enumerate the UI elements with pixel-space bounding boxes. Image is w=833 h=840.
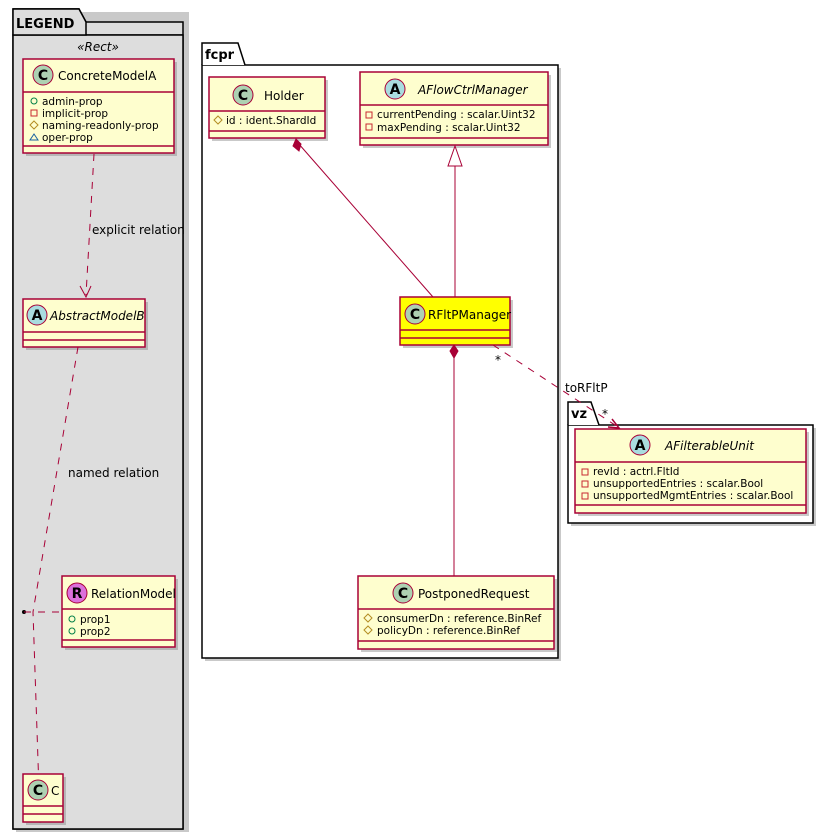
svg-text:C: C	[410, 307, 420, 323]
class-postponedrequest[interactable]: C PostponedRequest consumerDn : referenc…	[357, 575, 557, 652]
attribute-row: prop2	[68, 626, 111, 638]
private-visibility-icon	[30, 109, 38, 117]
target-multiplicity: *	[602, 407, 608, 421]
public-visibility-icon	[68, 615, 76, 623]
composition-edge-postponed[interactable]	[449, 344, 459, 576]
association-edge-torfltp[interactable]: toRFltP * *	[492, 344, 621, 429]
attribute-row: unsupportedEntries : scalar.Bool	[581, 478, 763, 490]
class-icon: C	[232, 84, 254, 106]
legend-package-label: LEGEND	[16, 17, 75, 32]
public-visibility-icon	[68, 627, 76, 635]
svg-text:naming-readonly-prop: naming-readonly-prop	[42, 120, 159, 132]
class-icon: C	[32, 64, 54, 86]
svg-text:policyDn : reference.BinRef: policyDn : reference.BinRef	[377, 625, 520, 637]
abstract-class-icon: A	[384, 78, 406, 100]
open-arrowhead-icon	[79, 285, 92, 299]
class-aflowctrlmanager[interactable]: A AFlowCtrlManager currentPending : scal…	[359, 71, 551, 148]
source-multiplicity: *	[495, 353, 501, 367]
filled-diamond-icon	[449, 344, 459, 360]
svg-text:revId : actrl.FltId: revId : actrl.FltId	[593, 466, 679, 478]
svg-text:maxPending : scalar.Uint32: maxPending : scalar.Uint32	[377, 122, 521, 134]
protected-visibility-icon	[29, 120, 39, 130]
attribute-row: revId : actrl.FltId	[581, 466, 679, 478]
abstract-class-icon: A	[26, 304, 48, 326]
class-c[interactable]: C C	[22, 773, 66, 825]
svg-text:A: A	[635, 438, 646, 454]
attribute-row: maxPending : scalar.Uint32	[365, 122, 521, 134]
class-concrete-model-a[interactable]: C ConcreteModelA admin-prop implicit-pro…	[22, 58, 177, 156]
svg-text:consumerDn : reference.BinRef: consumerDn : reference.BinRef	[377, 613, 541, 625]
svg-text:C: C	[38, 68, 48, 84]
private-visibility-icon	[581, 492, 589, 500]
svg-text:prop2: prop2	[80, 626, 111, 638]
private-visibility-icon	[581, 480, 589, 488]
class-name: AbstractModelB	[49, 309, 145, 323]
package-visibility-icon	[29, 133, 39, 141]
open-arrowhead-icon	[607, 418, 621, 429]
class-abstract-model-b[interactable]: A AbstractModelB	[22, 298, 148, 350]
class-name: Holder	[264, 89, 304, 103]
legend-stereotype: «Rect»	[77, 40, 119, 54]
attribute-row: policyDn : reference.BinRef	[363, 625, 520, 637]
association-label: toRFltP	[565, 381, 608, 395]
class-name: C	[51, 784, 59, 798]
class-rfltpmanager[interactable]: C RFltPManager	[399, 296, 513, 348]
class-icon: C	[404, 303, 426, 325]
class-relation-model[interactable]: R RelationModel prop1 prop2	[61, 575, 178, 650]
svg-text:oper-prop: oper-prop	[42, 132, 93, 144]
fcpr-package-label: fcpr	[205, 48, 235, 63]
vz-package-label: vz	[571, 407, 587, 422]
svg-text:admin-prop: admin-prop	[42, 96, 103, 108]
private-visibility-icon	[581, 468, 589, 476]
svg-text:R: R	[72, 586, 83, 602]
relation-class-icon: R	[66, 582, 88, 604]
class-afilterableunit[interactable]: A AFilterableUnit revId : actrl.FltId un…	[574, 428, 809, 516]
protected-visibility-icon	[213, 115, 223, 125]
private-visibility-icon	[365, 111, 373, 119]
svg-text:unsupportedEntries : scalar.Bo: unsupportedEntries : scalar.Bool	[593, 478, 763, 490]
svg-text:prop1: prop1	[80, 614, 111, 626]
named-relation-edge[interactable]: named relation	[22, 346, 159, 824]
svg-text:unsupportedMgmtEntries : scala: unsupportedMgmtEntries : scalar.Bool	[593, 490, 793, 502]
svg-text:C: C	[238, 88, 248, 104]
fcpr-package: fcpr	[201, 42, 561, 661]
class-name: RFltPManager	[428, 308, 511, 322]
attribute-row: id : ident.ShardId	[213, 115, 316, 127]
public-visibility-icon	[30, 97, 38, 105]
protected-visibility-icon	[363, 613, 373, 623]
class-icon: C	[27, 779, 49, 801]
class-holder[interactable]: C Holder id : ident.ShardId	[208, 76, 328, 141]
class-name: ConcreteModelA	[58, 69, 157, 83]
named-relation-label: named relation	[68, 466, 159, 480]
abstract-class-icon: A	[629, 434, 651, 456]
attribute-row: oper-prop	[29, 132, 93, 144]
svg-text:id : ident.ShardId: id : ident.ShardId	[226, 115, 316, 127]
svg-text:implicit-prop: implicit-prop	[42, 108, 108, 120]
attribute-row: naming-readonly-prop	[29, 120, 159, 132]
svg-text:currentPending : scalar.Uint32: currentPending : scalar.Uint32	[377, 109, 536, 121]
class-name: PostponedRequest	[418, 587, 530, 601]
filled-diamond-icon	[292, 138, 302, 152]
attribute-row: consumerDn : reference.BinRef	[363, 613, 541, 625]
class-icon: C	[392, 582, 414, 604]
explicit-relation-label: explicit relation	[92, 223, 185, 237]
composition-edge-holder[interactable]	[292, 138, 434, 298]
attribute-row: unsupportedMgmtEntries : scalar.Bool	[581, 490, 793, 502]
class-name: AFlowCtrlManager	[417, 83, 529, 97]
explicit-relation-edge[interactable]: explicit relation	[79, 153, 185, 299]
generalization-edge[interactable]	[447, 144, 463, 297]
svg-text:A: A	[390, 82, 401, 98]
attribute-row: implicit-prop	[30, 108, 108, 120]
svg-text:A: A	[32, 308, 43, 324]
svg-text:C: C	[398, 586, 408, 602]
class-name: RelationModel	[91, 587, 176, 601]
private-visibility-icon	[365, 123, 373, 131]
attribute-row: prop1	[68, 614, 111, 626]
protected-visibility-icon	[363, 625, 373, 635]
svg-text:C: C	[33, 783, 43, 799]
attribute-row: currentPending : scalar.Uint32	[365, 109, 536, 121]
attribute-row: admin-prop	[30, 96, 103, 108]
hollow-triangle-icon	[447, 144, 463, 167]
class-name: AFilterableUnit	[664, 439, 755, 453]
